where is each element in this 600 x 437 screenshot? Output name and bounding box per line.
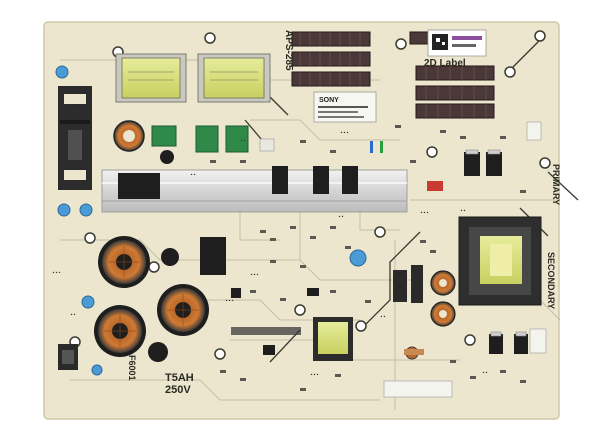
left-heatsink-bracket <box>58 86 92 190</box>
transistor-tabs <box>465 149 527 337</box>
smd-components <box>210 125 526 391</box>
fuse-rating-silk: T5AH <box>165 372 194 384</box>
bridge-rectifier <box>200 237 226 275</box>
silkscreen-markings: ▪▪▪ ▪▪ ▪▪▪ ▪▪▪ ▪▪ ▪▪▪ ▪▪ ▪▪▪ ▪▪ ▪▪▪ ▪▪ ▪… <box>52 108 488 378</box>
fuse-voltage-silk: 250V <box>165 384 191 396</box>
electrolytic-caps <box>148 150 179 362</box>
part-number-silk: APS-285 <box>283 30 294 71</box>
main-heatsink <box>101 166 408 213</box>
mounting-holes <box>62 30 551 360</box>
coil-windings <box>104 246 199 347</box>
svg-text:▪▪: ▪▪ <box>240 138 246 144</box>
svg-text:▪▪▪: ▪▪▪ <box>310 372 319 378</box>
sticker-brand-text: SONY <box>319 97 339 104</box>
secondary-silk: SECONDARY <box>546 252 556 309</box>
label-area-silk: 2D Label <box>424 58 466 69</box>
svg-text:▪▪: ▪▪ <box>482 370 488 376</box>
svg-text:▪▪▪: ▪▪▪ <box>225 298 234 304</box>
qr-label-area <box>427 29 487 57</box>
red-component <box>427 181 443 191</box>
green-capacitors <box>151 125 249 153</box>
secondary-transistors <box>231 152 528 355</box>
top-transformers <box>115 53 271 103</box>
svg-text:▪▪▪: ▪▪▪ <box>68 108 77 114</box>
blue-capacitors <box>55 65 367 376</box>
fuse-ref-silk: F6001 <box>127 355 137 381</box>
sony-sticker: SONY <box>313 91 377 123</box>
primary-silk: PRIMARY <box>551 164 561 205</box>
svg-text:▪▪: ▪▪ <box>190 172 196 178</box>
svg-text:▪▪▪: ▪▪▪ <box>250 272 259 278</box>
svg-text:▪▪▪: ▪▪▪ <box>340 130 349 136</box>
output-capacitors <box>393 265 423 303</box>
small-parts <box>231 121 547 398</box>
svg-text:▪▪: ▪▪ <box>70 312 76 318</box>
left-connector <box>58 344 78 370</box>
svg-text:▪▪▪: ▪▪▪ <box>420 210 429 216</box>
svg-text:▪▪: ▪▪ <box>460 208 466 214</box>
small-transformer <box>313 317 353 361</box>
svg-text:▪▪▪: ▪▪▪ <box>52 270 61 276</box>
svg-text:▪▪: ▪▪ <box>380 314 386 320</box>
main-transformer <box>458 216 542 306</box>
svg-text:▪▪: ▪▪ <box>338 214 344 220</box>
relay-ribs <box>299 32 487 118</box>
